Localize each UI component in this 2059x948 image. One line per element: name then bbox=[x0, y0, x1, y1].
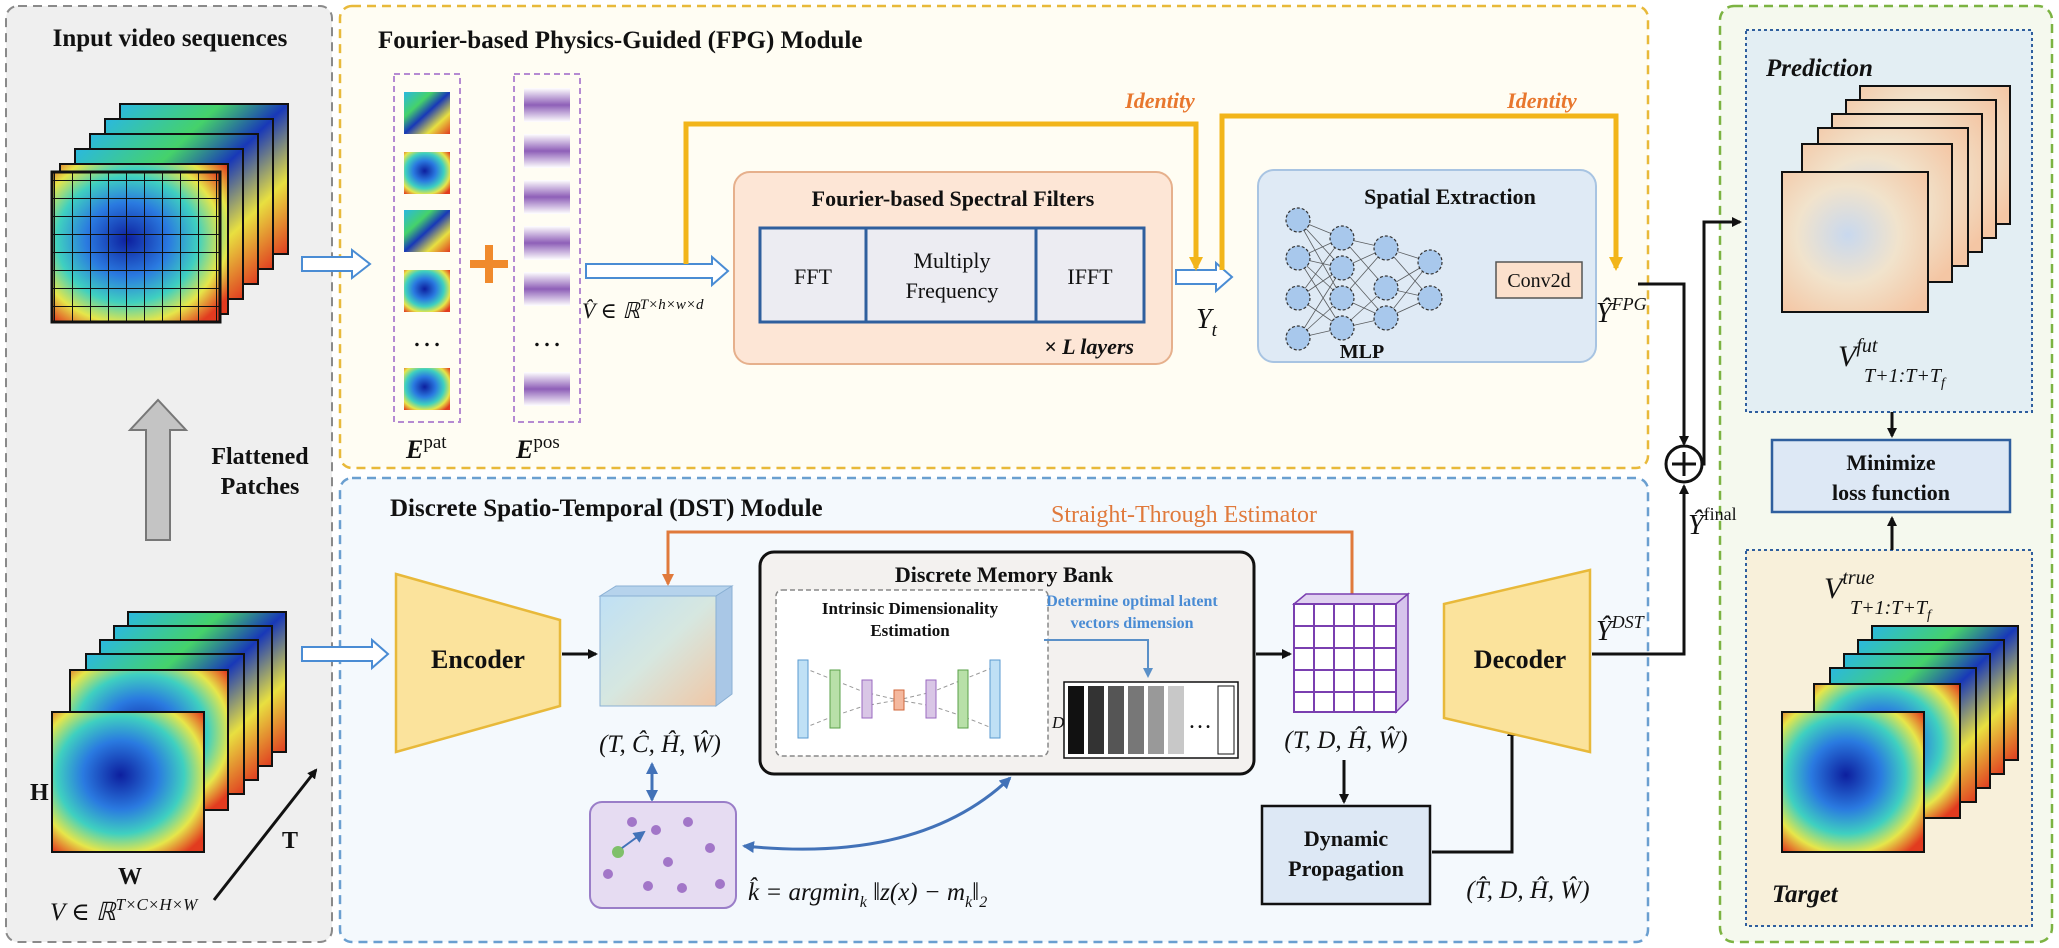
identity-path-1 bbox=[683, 121, 1203, 271]
identity-label-1: Identity bbox=[1124, 88, 1195, 113]
spectral-filters-title: Fourier-based Spectral Filters bbox=[812, 186, 1095, 211]
conv2d-box bbox=[1495, 261, 1583, 299]
w-axis-label: W bbox=[118, 864, 142, 890]
codebook-bars bbox=[1063, 681, 1239, 759]
ste-path bbox=[662, 530, 1354, 612]
fpg-title: Fourier-based Physics-Guided (FPG) Modul… bbox=[378, 27, 862, 54]
y-dst-label: ŶDST bbox=[1596, 612, 1646, 647]
decoder-shape bbox=[1442, 568, 1592, 754]
h-axis-label: H bbox=[30, 780, 49, 806]
input-video-stack bbox=[51, 611, 287, 853]
conv2d-label: Conv2d bbox=[1507, 270, 1570, 292]
minimize-line-2: loss function bbox=[1832, 480, 1950, 505]
target-title: Target bbox=[1772, 881, 1839, 908]
determine-arrow bbox=[1044, 639, 1153, 678]
t-axis-arrow bbox=[212, 768, 318, 901]
input-shape: V ∈ ℝT×C×H×W bbox=[50, 895, 199, 926]
target-stack bbox=[1781, 625, 2019, 853]
add-plus-icon bbox=[470, 245, 508, 283]
filters-inner-box bbox=[758, 226, 1146, 324]
autoencoder-icon bbox=[797, 659, 1001, 739]
e-pat-column bbox=[393, 73, 461, 423]
encoder-shape-label: (T, Ĉ, Ĥ, Ŵ) bbox=[599, 729, 721, 758]
memory-bank-title: Discrete Memory Bank bbox=[895, 562, 1114, 587]
minimize-loss-box bbox=[1770, 438, 2012, 514]
minimize-line-1: Minimize bbox=[1846, 450, 1935, 475]
codebook-points bbox=[603, 817, 725, 893]
fft-block: FFT bbox=[794, 264, 832, 289]
e-pos-stripes bbox=[524, 88, 570, 406]
fpg-to-sum-line bbox=[1638, 282, 1689, 446]
e-pat-label: Epat bbox=[405, 432, 447, 464]
layers-label: × L layers bbox=[1044, 334, 1134, 359]
determine-line-1: Determine optimal latent bbox=[1046, 593, 1218, 610]
dynamic-propagation-box bbox=[1260, 804, 1432, 906]
encoder-shape bbox=[394, 572, 562, 754]
argmin-formula: k̂ = argmink ‖z(x) − mk‖2 bbox=[748, 877, 987, 911]
encoder-label: Encoder bbox=[431, 645, 525, 674]
decoder-label: Decoder bbox=[1474, 645, 1566, 674]
sum-to-prediction-line bbox=[1702, 217, 1742, 466]
mlp-label: MLP bbox=[1340, 341, 1384, 363]
e-pat-ellipsis: … bbox=[412, 320, 442, 353]
determine-line-2: vectors dimension bbox=[1070, 615, 1193, 632]
v-hat-shape: V̂ ∈ ℝT×h×w×d bbox=[582, 297, 704, 323]
sum-node bbox=[1664, 444, 1704, 484]
yt-label: Yt bbox=[1196, 304, 1218, 341]
dynamic-to-decoder-arrow bbox=[1432, 726, 1517, 854]
input-title: Input video sequences bbox=[53, 25, 288, 52]
prediction-stack bbox=[1781, 85, 2011, 313]
dst-to-sum-line bbox=[1592, 484, 1689, 656]
y-final-label: Ŷfinal bbox=[1688, 504, 1737, 541]
latent-cube bbox=[598, 585, 734, 707]
identity-label-2: Identity bbox=[1506, 88, 1577, 113]
t-axis-label: T bbox=[282, 828, 298, 854]
dynamic-line-1: Dynamic bbox=[1304, 826, 1389, 851]
codebook-shape-label: (T, D, Ĥ, Ŵ) bbox=[1284, 725, 1407, 754]
query-point bbox=[612, 846, 624, 858]
dst-title: Discrete Spatio-Temporal (DST) Module bbox=[390, 495, 823, 522]
ide-line-1: Intrinsic Dimensionality bbox=[822, 599, 999, 618]
quantized-grid-cube bbox=[1291, 592, 1411, 714]
codebook-dots: … bbox=[1188, 708, 1212, 734]
identity-path-2 bbox=[1219, 113, 1623, 271]
codebook-memory-link bbox=[742, 776, 1012, 853]
flatten-up-arrow bbox=[127, 398, 189, 541]
flatten-label-1: Flattened bbox=[211, 444, 309, 470]
ide-box bbox=[775, 589, 1049, 757]
ide-line-2: Estimation bbox=[870, 621, 950, 640]
ifft-block: IFFT bbox=[1067, 264, 1113, 289]
e-pat-patches bbox=[404, 92, 450, 410]
flatten-label-2: Patches bbox=[221, 474, 300, 500]
prediction-title: Prediction bbox=[1765, 55, 1873, 82]
e-pos-column bbox=[513, 73, 581, 423]
input-patch-stack bbox=[50, 103, 289, 324]
mlp-network bbox=[1285, 207, 1443, 351]
codebook-cluster-box bbox=[589, 801, 737, 909]
multiply-line-1: Multiply bbox=[913, 248, 990, 273]
y-fpg-label: ŶFPG bbox=[1596, 294, 1647, 329]
multiply-line-2: Frequency bbox=[906, 278, 999, 303]
d-dimension-label: D bbox=[1051, 713, 1065, 732]
e-pos-ellipsis: … bbox=[532, 320, 562, 353]
spatial-extraction-title: Spatial Extraction bbox=[1364, 184, 1536, 209]
ste-label: Straight-Through Estimator bbox=[1051, 502, 1317, 528]
dynamic-line-2: Propagation bbox=[1288, 856, 1404, 881]
dynamic-shape-label: (T̂, D, Ĥ, Ŵ) bbox=[1466, 875, 1589, 904]
e-pos-label: Epos bbox=[515, 432, 560, 464]
